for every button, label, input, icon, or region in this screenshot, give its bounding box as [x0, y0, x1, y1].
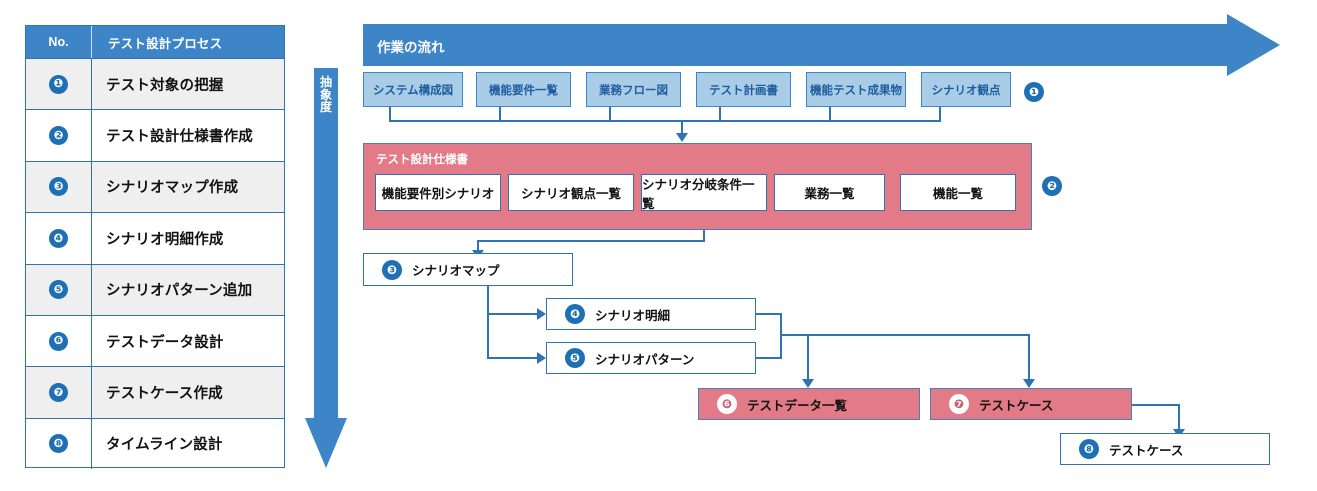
node-scenario-map[interactable]: ❸ シナリオマップ	[363, 253, 573, 286]
input-box-system-diagram[interactable]: システム構成図	[363, 72, 463, 107]
table-row[interactable]: ❹ シナリオ明細作成	[26, 212, 284, 264]
connector-line	[487, 313, 539, 315]
spec-box-business-list[interactable]: 業務一覧	[774, 174, 885, 211]
input-box-scenario-viewpoint[interactable]: シナリオ観点	[921, 72, 1011, 107]
step-badge-8: ❽	[1079, 439, 1099, 459]
connector-arrow-head-icon	[1023, 379, 1035, 388]
connector-stub	[703, 230, 705, 242]
spec-box-function-scenario[interactable]: 機能要件別シナリオ	[375, 174, 501, 211]
row-number-badge: ❸	[49, 177, 68, 197]
connector-line	[756, 313, 782, 315]
table-row[interactable]: ❻ テストデータ設計	[26, 314, 284, 367]
input-box-business-flow[interactable]: 業務フロー図	[586, 72, 681, 107]
row-number-cell: ❼	[26, 367, 91, 417]
connector-stub	[807, 334, 809, 380]
row-process-cell: シナリオパターン追加	[91, 264, 284, 315]
step-badge-2: ❷	[1042, 176, 1062, 196]
table-row[interactable]: ❺ シナリオパターン追加	[26, 263, 284, 315]
row-number-cell: ❻	[26, 316, 91, 366]
row-process-cell: シナリオ明細作成	[91, 213, 284, 264]
input-box-function-requirements[interactable]: 機能要件一覧	[476, 72, 571, 107]
node-test-case-pink[interactable]: ❼ テストケース	[930, 388, 1132, 420]
connector-stub	[487, 286, 489, 359]
row-process-cell: テスト対象の把握	[91, 59, 284, 110]
node-scenario-pattern[interactable]: ❺ シナリオパターン	[546, 342, 756, 374]
connector-stub	[1178, 404, 1180, 430]
table-row[interactable]: ❷ テスト設計仕様書作成	[26, 109, 284, 161]
connector-line	[756, 357, 782, 359]
connector-line	[487, 357, 539, 359]
row-number-cell: ❺	[26, 265, 91, 315]
spec-box-function-list[interactable]: 機能一覧	[900, 174, 1016, 211]
row-number-badge: ❷	[49, 126, 68, 146]
connector-stub	[609, 107, 611, 121]
row-number-cell: ❸	[26, 162, 91, 212]
spec-box-branch-condition-list[interactable]: シナリオ分岐条件一覧	[641, 174, 767, 211]
table-header-process: テスト設計プロセス	[91, 26, 284, 58]
table-row[interactable]: ❽ タイムライン設計	[26, 417, 284, 470]
process-table: No. テスト設計プロセス ❶ テスト対象の把握 ❷ テスト設計仕様書作成 ❸ …	[25, 25, 285, 470]
spec-box-viewpoint-list[interactable]: シナリオ観点一覧	[508, 174, 634, 211]
banner-bar	[363, 24, 1229, 66]
step-badge-5: ❺	[565, 348, 585, 368]
connector-arrow-head-icon	[802, 379, 814, 388]
table-row[interactable]: ❶ テスト対象の把握	[26, 58, 284, 110]
row-number-badge: ❹	[49, 228, 68, 248]
step-badge-6: ❻	[717, 394, 737, 414]
row-process-cell: テストケース作成	[91, 367, 284, 418]
row-number-cell: ❹	[26, 213, 91, 263]
node-test-case-white[interactable]: ❽ テストケース	[1060, 433, 1270, 465]
row-process-cell: タイムライン設計	[91, 418, 284, 470]
connector-stub	[829, 107, 831, 121]
connector-arrow-head-icon	[537, 308, 546, 320]
connector-stub	[719, 107, 721, 121]
connector-stub	[939, 107, 941, 121]
connector-arrow-head-icon	[537, 352, 546, 364]
node-test-data-list[interactable]: ❻ テストデータ一覧	[698, 388, 920, 420]
work-flow-banner: 作業の流れ	[363, 14, 1280, 76]
connector-bus	[389, 120, 941, 122]
table-header-row: No. テスト設計プロセス	[26, 26, 284, 58]
connector-stub	[681, 120, 683, 134]
row-process-cell: テストデータ設計	[91, 315, 284, 367]
abstraction-label: 抽象度	[319, 75, 332, 115]
connector-line	[477, 240, 705, 242]
step-badge-4: ❹	[565, 304, 585, 324]
connector-line	[780, 313, 782, 359]
input-box-test-plan[interactable]: テスト計画書	[696, 72, 791, 107]
row-number-cell: ❷	[26, 110, 91, 160]
row-process-cell: シナリオマップ作成	[91, 161, 284, 213]
connector-stub	[477, 240, 479, 252]
row-number-cell: ❽	[26, 419, 91, 469]
connector-line	[780, 334, 1030, 336]
table-row[interactable]: ❼ テストケース作成	[26, 366, 284, 418]
banner-title: 作業の流れ	[377, 40, 445, 55]
row-number-badge: ❻	[49, 331, 68, 351]
step-badge-7: ❼	[949, 394, 969, 414]
banner-arrow-head-icon	[1227, 14, 1280, 76]
table-header-no: No.	[48, 35, 69, 49]
connector-stub	[389, 107, 391, 121]
table-row[interactable]: ❸ シナリオマップ作成	[26, 160, 284, 213]
row-number-badge: ❺	[49, 280, 68, 300]
connector-stub	[499, 107, 501, 121]
step-badge-1: ❶	[1024, 82, 1044, 102]
input-box-function-test-deliverable[interactable]: 機能テスト成果物	[806, 72, 906, 107]
arrow-shaft	[314, 68, 338, 420]
arrow-head-icon	[305, 418, 347, 468]
connector-stub	[1028, 334, 1030, 380]
row-number-badge: ❽	[49, 434, 68, 454]
step-badge-3: ❸	[382, 259, 402, 280]
spec-panel-title: テスト設計仕様書	[376, 154, 468, 166]
connector-arrow-head-icon	[676, 133, 688, 142]
abstraction-level-arrow: 抽象度	[305, 68, 347, 468]
row-process-cell: テスト設計仕様書作成	[91, 110, 284, 161]
node-scenario-detail[interactable]: ❹ シナリオ明細	[546, 298, 756, 330]
connector-line	[1132, 404, 1180, 406]
row-number-badge: ❶	[49, 74, 68, 94]
row-number-cell: ❶	[26, 59, 91, 109]
row-number-badge: ❼	[49, 383, 68, 403]
